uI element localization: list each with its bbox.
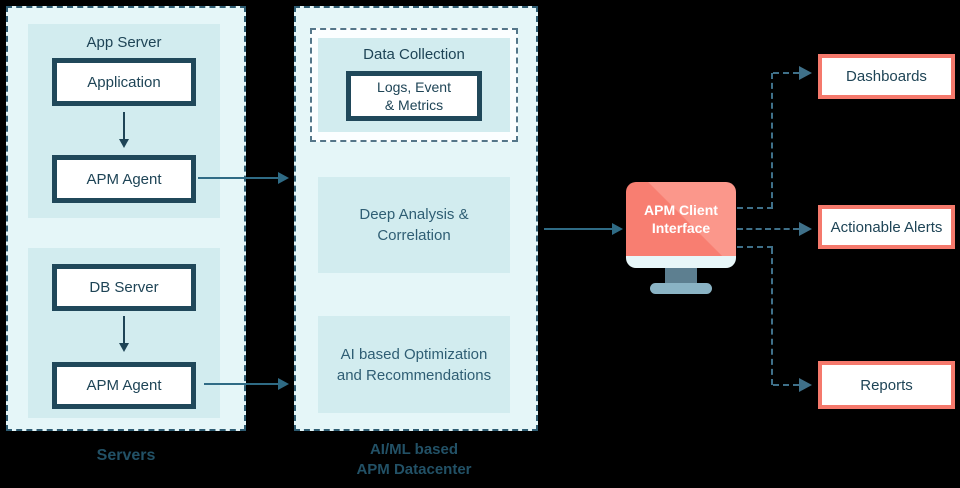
- monitor-stand-neck: [665, 268, 697, 283]
- ai-optimization-line1: AI based Optimization: [340, 345, 488, 363]
- apm-agent-box-2: APM Agent: [52, 362, 196, 409]
- arrow-apm-agent2-to-datacenter: [204, 378, 289, 390]
- db-server-box: DB Server: [52, 264, 196, 311]
- reports-box: Reports: [818, 361, 955, 409]
- monitor-icon: APM Client Interface: [626, 182, 736, 256]
- dashboards-label: Dashboards: [846, 68, 927, 85]
- arrow-datacenter-to-client: [544, 223, 623, 235]
- logs-label-line1: Logs, Event: [377, 79, 451, 95]
- actionable-alerts-box: Actionable Alerts: [818, 205, 955, 249]
- logs-event-metrics-box: Logs, Event & Metrics: [346, 71, 482, 121]
- application-box: Application: [52, 58, 196, 106]
- arrow-db-server-to-apm-agent: [28, 316, 220, 352]
- datacenter-container: Data Collection Logs, Event & Metrics De…: [294, 6, 538, 431]
- arrow-line: [123, 316, 125, 343]
- connector-vertical-to-reports: [771, 248, 773, 385]
- data-collection-title: Data Collection: [363, 46, 465, 63]
- app-server-title: App Server: [86, 34, 162, 51]
- connector-client-bottom-stub: [737, 246, 773, 248]
- arrowhead-alerts-icon: [799, 222, 812, 236]
- arrow-apm-agent1-to-datacenter: [198, 172, 289, 184]
- datacenter-label-line2: APM Datacenter: [356, 461, 472, 478]
- db-server-label: DB Server: [89, 279, 159, 296]
- arrow-down-icon: [119, 343, 129, 352]
- connector-to-dashboards: [773, 72, 799, 74]
- application-label: Application: [87, 73, 161, 91]
- servers-container: App Server Application APM Agent DB Serv…: [6, 6, 246, 431]
- connector-vertical-to-dashboards: [771, 73, 773, 208]
- arrow-application-to-apm-agent: [28, 112, 220, 148]
- arrowhead-dashboards-icon: [799, 66, 812, 80]
- actionable-alerts-label: Actionable Alerts: [830, 218, 943, 236]
- deep-analysis-line1: Deep Analysis &: [359, 206, 469, 223]
- deep-analysis-block: Deep Analysis & Correlation: [318, 177, 510, 273]
- monitor-stand-base: [650, 283, 712, 294]
- apm-client-label-line2: Interface: [651, 220, 711, 236]
- connector-to-reports: [773, 384, 799, 386]
- connector-to-alerts: [737, 228, 799, 230]
- data-collection-inner: Data Collection Logs, Event & Metrics: [318, 38, 510, 132]
- apm-agent-box-1: APM Agent: [52, 155, 196, 203]
- datacenter-label: AI/ML based APM Datacenter: [292, 440, 536, 480]
- apm-client-label-line1: APM Client: [644, 202, 718, 218]
- data-collection-group: Data Collection Logs, Event & Metrics: [310, 28, 518, 142]
- app-server-group: App Server Application APM Agent: [28, 24, 220, 218]
- connector-client-top-stub: [737, 207, 773, 209]
- deep-analysis-line2: Correlation: [377, 227, 451, 244]
- arrow-down-icon: [119, 139, 129, 148]
- logs-label-line2: & Metrics: [384, 97, 444, 113]
- dashboards-box: Dashboards: [818, 54, 955, 99]
- ai-optimization-line2: and Recommendations: [336, 366, 492, 384]
- datacenter-label-line1: AI/ML based: [369, 441, 459, 458]
- apm-agent-2-label: APM Agent: [86, 377, 162, 394]
- reports-label: Reports: [860, 376, 913, 394]
- monitor-bezel: [626, 256, 736, 268]
- arrowhead-reports-icon: [799, 378, 812, 392]
- ai-optimization-block: AI based Optimization and Recommendation…: [318, 316, 510, 413]
- arrow-line: [123, 112, 125, 139]
- apm-agent-1-label: APM Agent: [86, 170, 162, 188]
- db-server-group: DB Server APM Agent: [28, 248, 220, 418]
- servers-label: Servers: [96, 447, 156, 464]
